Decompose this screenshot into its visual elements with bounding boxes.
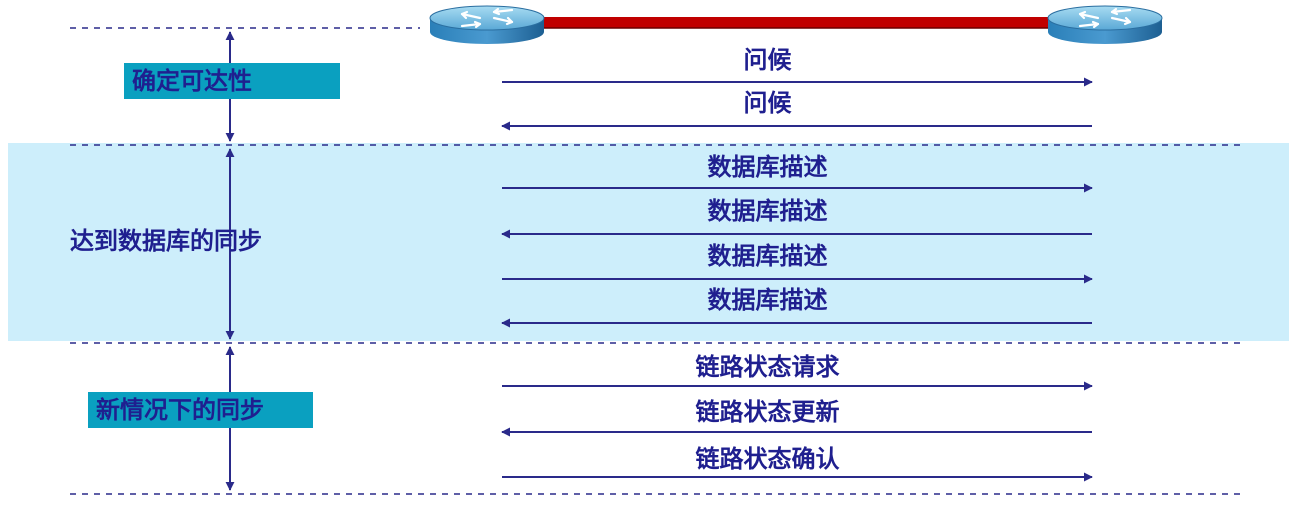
message-label: 问候 [743,46,792,74]
message-label: 链路状态更新 [695,398,840,426]
message-label: 数据库描述 [707,286,828,314]
router-icon [429,5,545,44]
message-label: 数据库描述 [707,242,828,270]
phase-reachability: 确定可达性 [124,63,340,99]
message-arrows [501,77,1093,482]
router-link [540,17,1052,28]
message-label: 链路状态请求 [695,353,840,381]
phase-new-sync: 新情况下的同步 [88,392,313,428]
phase-db-sync: 达到数据库的同步 [70,227,262,255]
db-sync-band [8,143,1289,341]
message-label: 数据库描述 [707,153,828,181]
router-icon [1047,5,1163,44]
message-label: 问候 [743,89,792,117]
message-label: 链路状态确认 [695,445,840,473]
message-label: 数据库描述 [707,197,828,225]
